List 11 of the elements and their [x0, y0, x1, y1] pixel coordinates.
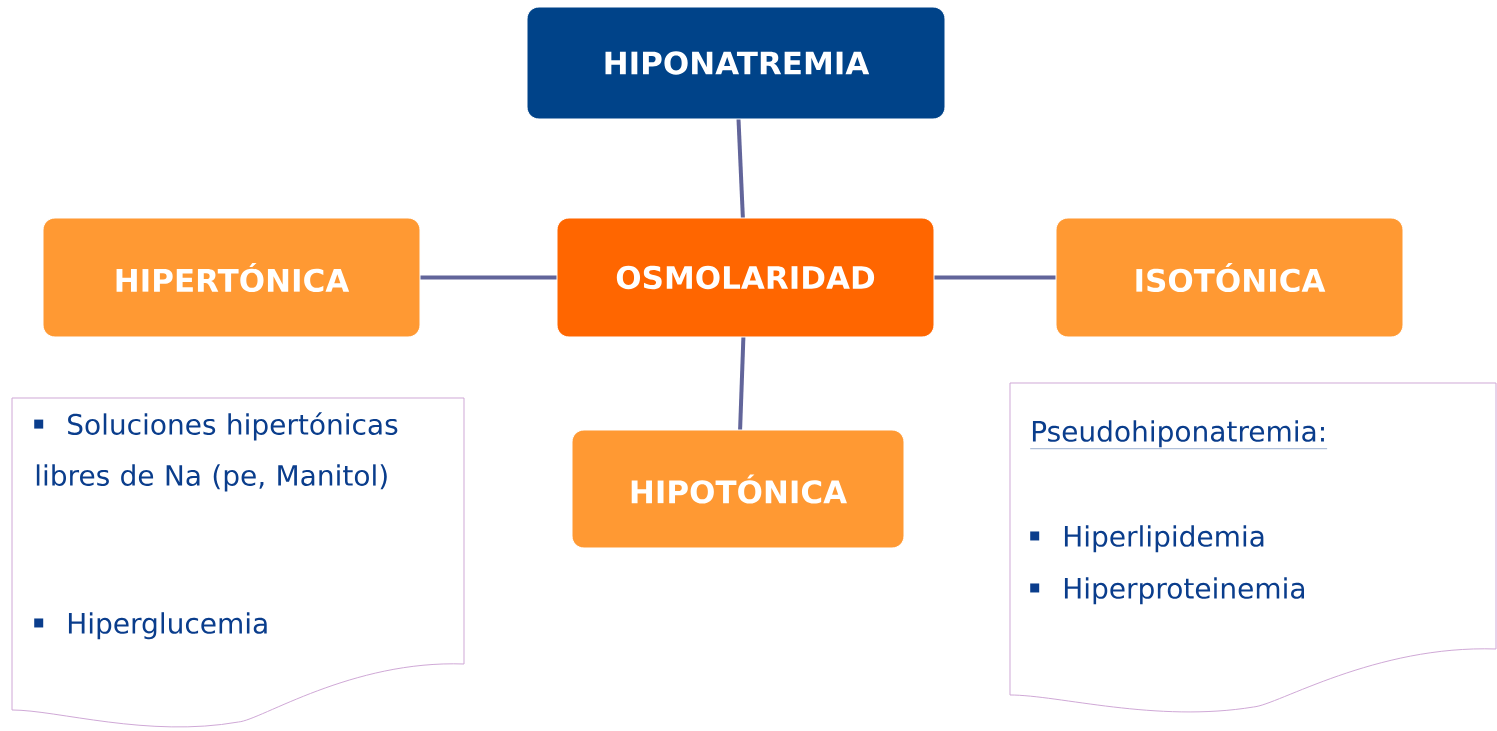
label-box: ISOTÓNICA	[1055, 217, 1404, 338]
connector-line	[420, 275, 557, 280]
label-box: HIPONATREMIA	[526, 6, 946, 120]
label-box: HIPOTÓNICA	[571, 429, 905, 549]
connector-line	[934, 275, 1056, 280]
label-box: HIPERTÓNICA	[42, 217, 421, 338]
connector-line	[738, 337, 746, 430]
connector-line	[736, 119, 745, 218]
note-card: Soluciones hipertónicas libres de Na (pe, Manitol) Hiperglucemia	[11, 397, 465, 728]
note-card: Pseudohiponatremia: Hiperlipidemia Hiperproteinemia	[1009, 382, 1497, 713]
label-box: OSMOLARIDAD	[556, 217, 935, 338]
